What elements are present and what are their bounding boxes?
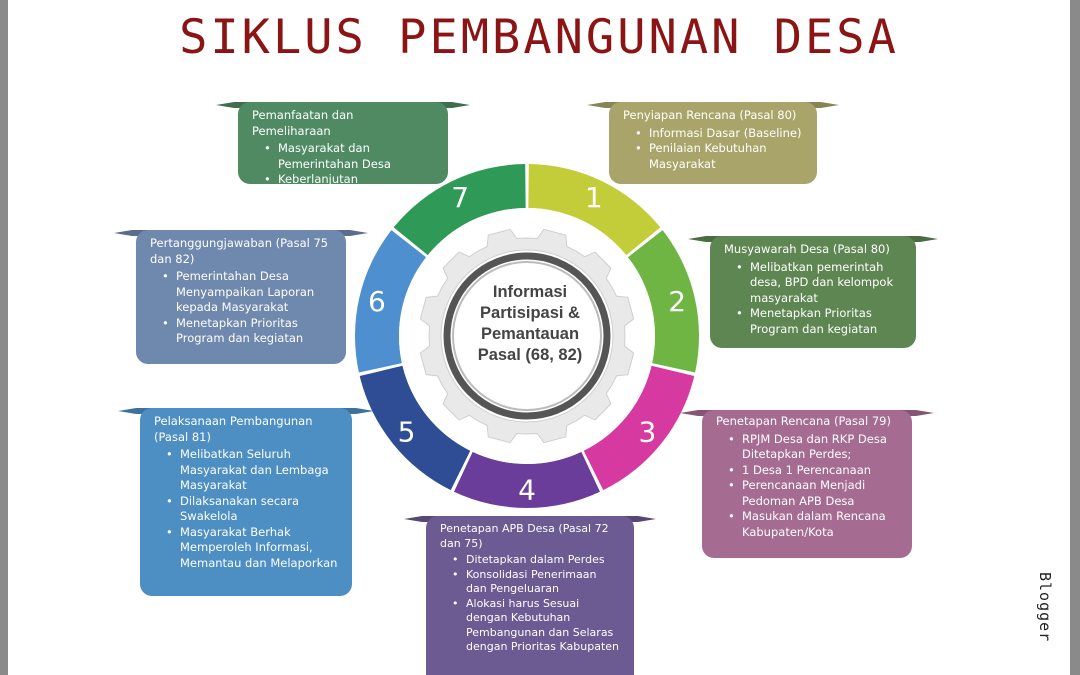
- center-line-2: Partisipasi &: [480, 304, 580, 322]
- step-4-title: Penetapan APB Desa (Pasal 72 dan 75): [440, 522, 609, 550]
- right-edge-bar: [1070, 0, 1080, 675]
- step-4-item: Konsolidasi Penerimaan dan Pengeluaran: [452, 568, 620, 597]
- step-6-box: Pertanggungjawaban (Pasal 75 dan 82) Pem…: [136, 230, 346, 364]
- segment-3: [583, 365, 695, 491]
- step-3-box: Penetapan Rencana (Pasal 79) RPJM Desa d…: [702, 410, 912, 558]
- step-4-box: Penetapan APB Desa (Pasal 72 dan 75) Dit…: [426, 516, 634, 675]
- step-2-item: Menetapkan Prioritas Program dan kegiata…: [736, 306, 902, 337]
- step-2-box: Musyawarah Desa (Pasal 80) Melibatkan pe…: [710, 236, 916, 348]
- step-2-item: Melibatkan pemerintah desa, BPD dan kelo…: [736, 260, 902, 307]
- center-line-1: Informasi: [492, 283, 568, 301]
- segment-number-4: 4: [518, 474, 536, 507]
- segment-number-7: 7: [451, 181, 469, 214]
- step-6-item: Pemerintahan Desa Menyampaikan Laporan k…: [162, 269, 332, 316]
- step-7-item: Keberlanjutan: [264, 172, 434, 188]
- step-6-item: Menetapkan Prioritas Program dan kegiata…: [162, 316, 332, 347]
- step-1-title: Penyiapan Rencana (Pasal 80): [623, 108, 797, 122]
- step-1-item: Informasi Dasar (Baseline): [635, 126, 803, 142]
- step-5-item: Dilaksanakan secara Swakelola: [166, 494, 338, 525]
- step-5-box: Pelaksanaan Pembangunan (Pasal 81) Melib…: [140, 408, 352, 596]
- step-5-item: Masyarakat Berhak Memperoleh Informasi, …: [166, 525, 338, 572]
- segment-7: [393, 164, 526, 256]
- center-line-4: Pasal (68, 82): [477, 346, 583, 364]
- step-1-item: Penilaian Kebutuhan Masyarakat: [635, 141, 803, 172]
- center-disc: [452, 261, 602, 411]
- step-1-box: Penyiapan Rencana (Pasal 80) Informasi D…: [609, 102, 817, 184]
- step-5-title: Pelaksanaan Pembangunan (Pasal 81): [154, 414, 313, 444]
- segment-number-5: 5: [398, 416, 416, 449]
- segment-number-6: 6: [368, 285, 386, 318]
- step-4-item: Ditetapkan dalam Perdes: [452, 553, 620, 568]
- step-5-item: Melibatkan Seluruh Masyarakat dan Lembag…: [166, 447, 338, 494]
- step-7-title: Pemanfaatan dan Pemeliharaan: [252, 108, 354, 138]
- step-2-title: Musyawarah Desa (Pasal 80): [724, 242, 890, 256]
- step-4-item: Alokasi harus Sesuai dengan Kebutuhan Pe…: [452, 597, 620, 655]
- center-label: Informasi Partisipasi & Pemantauan Pasal…: [455, 282, 605, 366]
- segment-number-1: 1: [585, 181, 603, 214]
- step-3-item: Masukan dalam Rencana Kabupaten/Kota: [728, 509, 898, 540]
- step-7-box: Pemanfaatan dan Pemeliharaan Masyarakat …: [238, 102, 448, 187]
- step-6-title: Pertanggungjawaban (Pasal 75 dan 82): [150, 236, 329, 266]
- segment-1: [528, 164, 661, 256]
- segment-number-2: 2: [668, 285, 686, 318]
- step-3-item: RPJM Desa dan RKP Desa Ditetapkan Perdes…: [728, 432, 898, 463]
- step-7-item: Masyarakat dan Pemerintahan Desa: [264, 141, 434, 172]
- segment-6: [355, 230, 427, 373]
- segment-2: [627, 230, 699, 373]
- step-3-title: Penetapan Rencana (Pasal 79): [716, 414, 891, 428]
- segment-5: [359, 365, 471, 491]
- blogger-watermark: Blogger: [1036, 572, 1054, 643]
- step-3-item: Perencanaan Menjadi Pedoman APB Desa: [728, 478, 898, 509]
- segment-4: [453, 451, 601, 508]
- step-3-item: 1 Desa 1 Perencanaan: [728, 463, 898, 479]
- center-line-3: Pemantauan: [480, 325, 580, 343]
- diagram-title: SIKLUS PEMBANGUNAN DESA: [179, 10, 899, 65]
- segment-number-3: 3: [638, 416, 656, 449]
- center-ring: [443, 252, 611, 420]
